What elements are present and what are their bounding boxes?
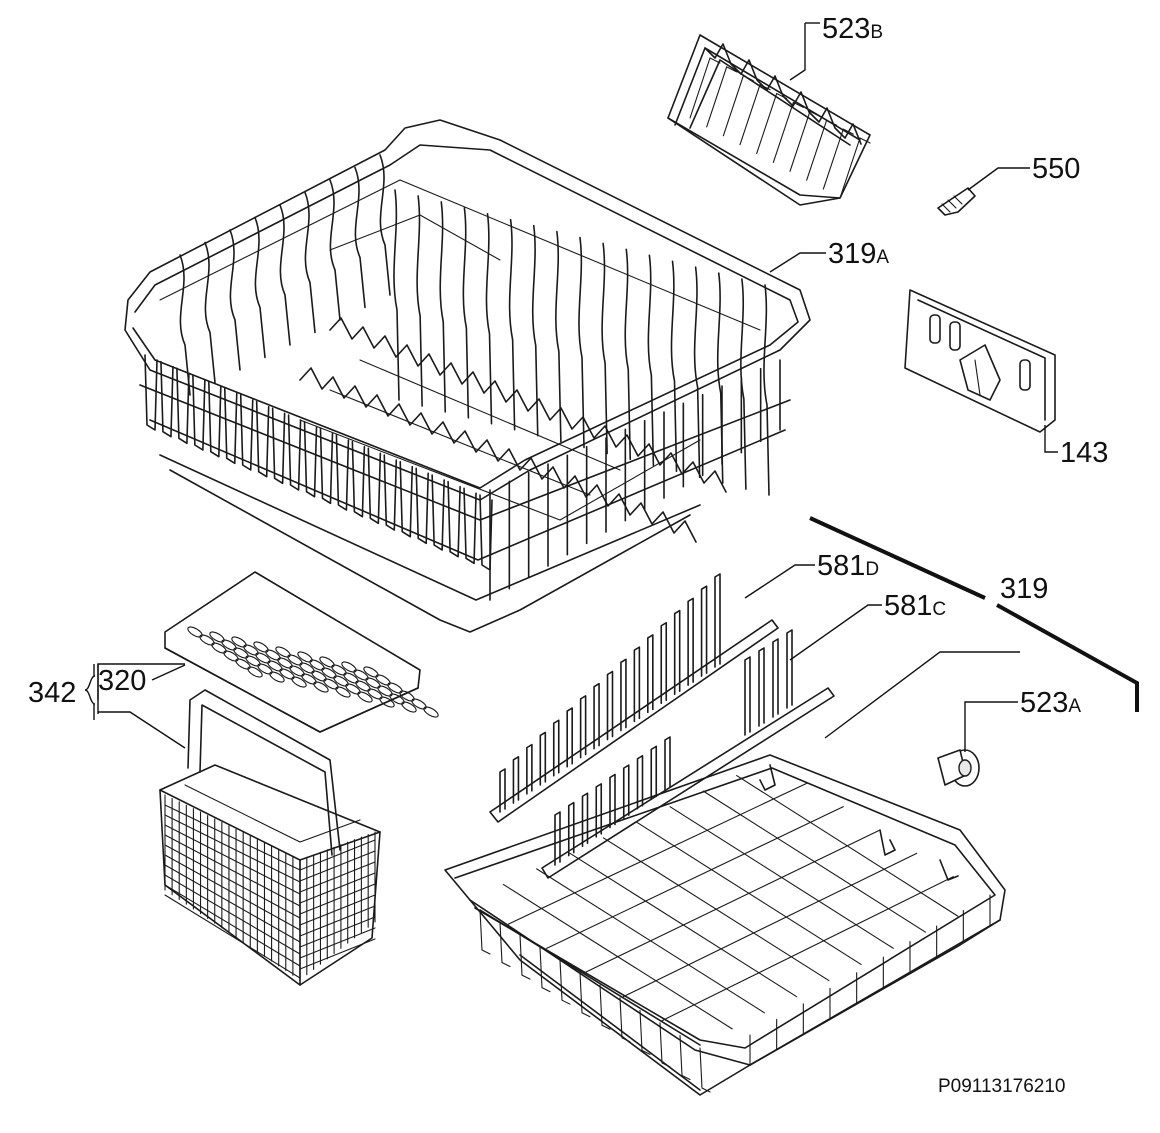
- label-319a: 319A: [828, 238, 889, 270]
- label-581c: 581C: [884, 590, 946, 622]
- lower-basket-drawing: [444, 754, 1006, 1096]
- label-342: 342: [28, 677, 76, 709]
- tine-row-581d-drawing: [489, 573, 779, 823]
- leader-lines: [84, 22, 1058, 752]
- bracket-143-drawing: [904, 289, 1056, 433]
- wheel-523a-drawing: [937, 749, 980, 787]
- basket-grid-320-drawing: [164, 571, 439, 733]
- label-550: 550: [1032, 153, 1080, 185]
- label-581d: 581D: [817, 550, 879, 582]
- label-319: 319: [1000, 573, 1048, 605]
- pin-550-drawing: [937, 187, 976, 216]
- label-320: 320: [98, 665, 146, 697]
- cup-rack-523b-drawing: [667, 34, 871, 206]
- label-143: 143: [1060, 437, 1108, 469]
- cutlery-basket-drawing: [159, 689, 381, 986]
- rail-319-drawing: [809, 516, 1139, 712]
- reference-number: P09113176210: [938, 1076, 1066, 1097]
- upper-basket-drawing: [124, 119, 811, 633]
- label-523b: 523B: [822, 13, 883, 45]
- label-523a: 523A: [1020, 687, 1081, 719]
